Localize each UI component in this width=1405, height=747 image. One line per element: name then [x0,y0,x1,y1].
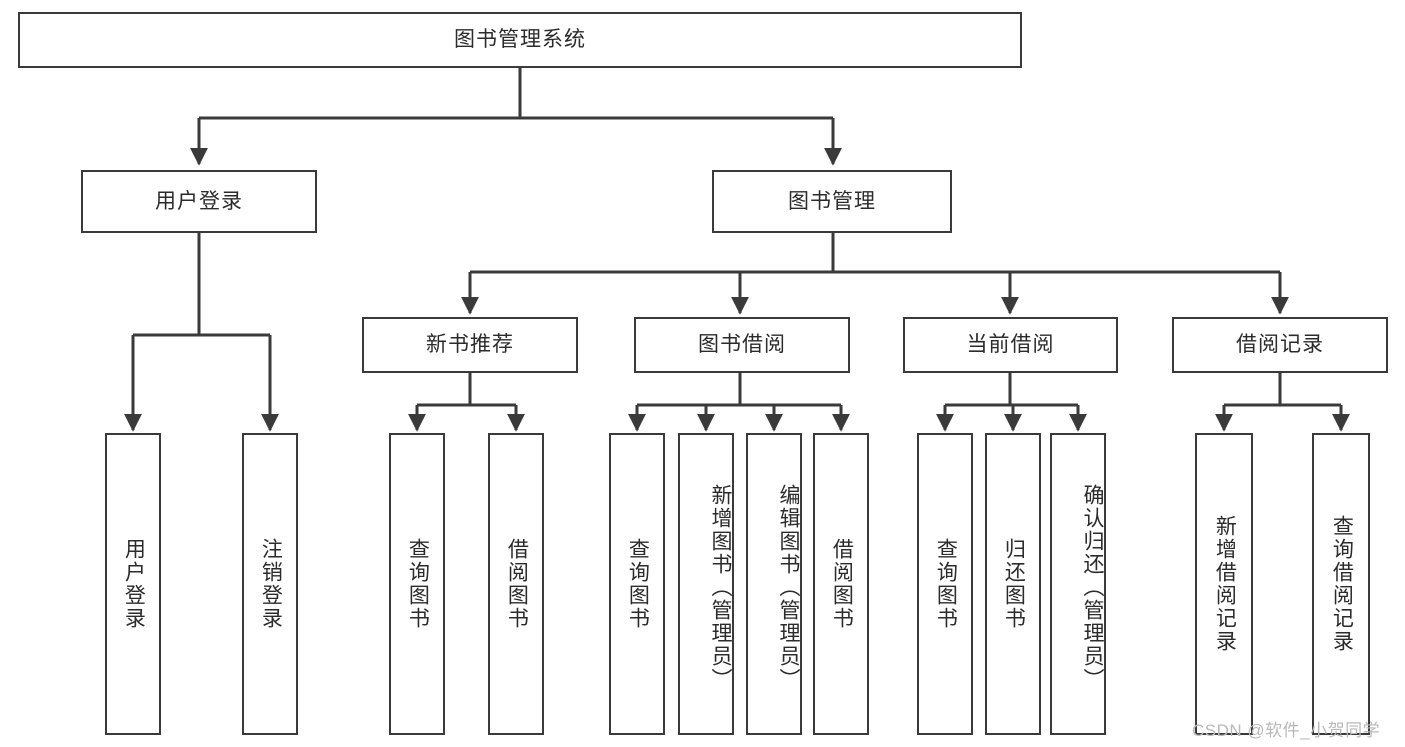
node-borrow-record[interactable]: 借阅记录 [1172,317,1388,373]
leaf-query-borrow-record[interactable]: 查询借阅记录 [1312,433,1370,735]
leaf-borrow-book-recommend[interactable]: 借阅图书 [488,433,544,735]
leaf-confirm-return-admin[interactable]: 确认归还（管理员） [1050,433,1106,735]
leaf-query-book-current[interactable]: 查询图书 [917,433,973,735]
leaf-add-borrow-record[interactable]: 新增借阅记录 [1195,433,1253,735]
node-root-system[interactable]: 图书管理系统 [18,12,1022,68]
leaf-add-book-admin[interactable]: 新增图书（管理员） [678,433,734,735]
leaf-user-login[interactable]: 用户登录 [105,433,161,735]
leaf-query-book-borrow[interactable]: 查询图书 [609,433,665,735]
leaf-borrow-book[interactable]: 借阅图书 [813,433,869,735]
node-book-borrow[interactable]: 图书借阅 [634,317,850,373]
leaf-return-book[interactable]: 归还图书 [985,433,1041,735]
node-current-borrow[interactable]: 当前借阅 [903,317,1118,373]
leaf-query-book-recommend[interactable]: 查询图书 [389,433,445,735]
node-book-management[interactable]: 图书管理 [712,170,952,233]
node-new-book-recommend[interactable]: 新书推荐 [362,317,578,373]
watermark-text: CSDN @软件_小贺同学 [1192,721,1381,740]
node-user-login[interactable]: 用户登录 [81,170,317,233]
leaf-edit-book-admin[interactable]: 编辑图书（管理员） [746,433,802,735]
leaf-logout[interactable]: 注销登录 [242,433,298,735]
